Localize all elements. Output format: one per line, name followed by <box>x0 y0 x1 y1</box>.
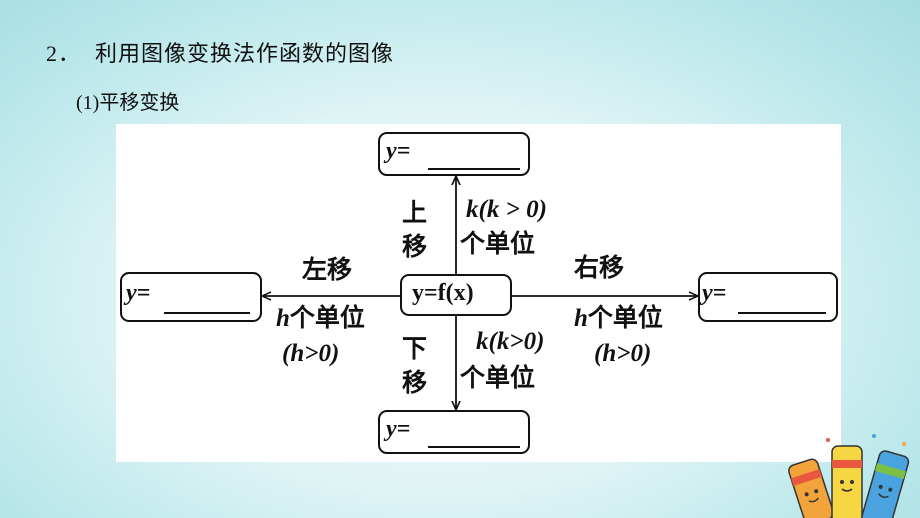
right-amount: h个单位 <box>574 302 663 335</box>
subheading-number: (1) <box>76 92 100 114</box>
up-amount: k(k > 0) <box>466 194 547 226</box>
left-move-label: 左移 <box>302 255 353 284</box>
left-condition-text: (h>0) <box>282 340 340 367</box>
left-unit: 个单位 <box>289 303 365 332</box>
left-amount: h个单位 <box>276 302 365 335</box>
center-function-box <box>400 274 512 316</box>
down-amount: k(k>0) <box>476 326 544 358</box>
down-move-char-1: 下 <box>402 334 428 363</box>
crayons-icon <box>788 434 910 518</box>
bottom-box-prefix: y= <box>386 416 411 442</box>
up-move-char-2: 移 <box>402 232 428 261</box>
down-unit: 个单位 <box>460 363 536 392</box>
section-heading: 2． 利用图像变换法作函数的图像 <box>46 36 394 68</box>
center-function: y=f(x) <box>412 280 474 306</box>
down-move-char-2: 移 <box>402 368 428 397</box>
top-box-prefix: y= <box>386 138 411 164</box>
right-box-blank <box>738 312 826 314</box>
up-move-label: 上 移 <box>402 196 427 264</box>
bottom-box-blank <box>428 446 520 448</box>
left-amount-var: h <box>276 305 290 332</box>
right-condition: (h>0) <box>594 338 651 370</box>
subheading: (1)平移变换 <box>76 86 179 115</box>
up-unit: 个单位 <box>460 229 536 258</box>
down-move-label: 下 移 <box>402 332 427 400</box>
left-box-prefix: y= <box>126 280 151 306</box>
right-unit: 个单位 <box>587 303 663 332</box>
top-box-blank <box>428 168 520 170</box>
left-condition: (h>0) <box>282 338 339 370</box>
right-condition-text: (h>0) <box>594 340 652 367</box>
down-amount-text: k(k>0) <box>476 328 545 355</box>
diagram-arrows <box>116 124 841 462</box>
left-box-blank <box>164 312 250 314</box>
translation-diagram: y=f(x) y= y= y= y= 上 移 k(k > 0) 个单位 下 移 … <box>116 124 841 462</box>
up-move-char-1: 上 <box>402 198 428 227</box>
heading-text: 利用图像变换法作函数的图像 <box>95 42 395 67</box>
up-amount-text: k(k > 0) <box>466 196 547 223</box>
subheading-text: 平移变换 <box>99 90 180 114</box>
heading-number: 2． <box>46 41 82 66</box>
right-move-label: 右移 <box>574 253 625 282</box>
right-amount-var: h <box>574 305 588 332</box>
right-box-prefix: y= <box>702 280 727 306</box>
